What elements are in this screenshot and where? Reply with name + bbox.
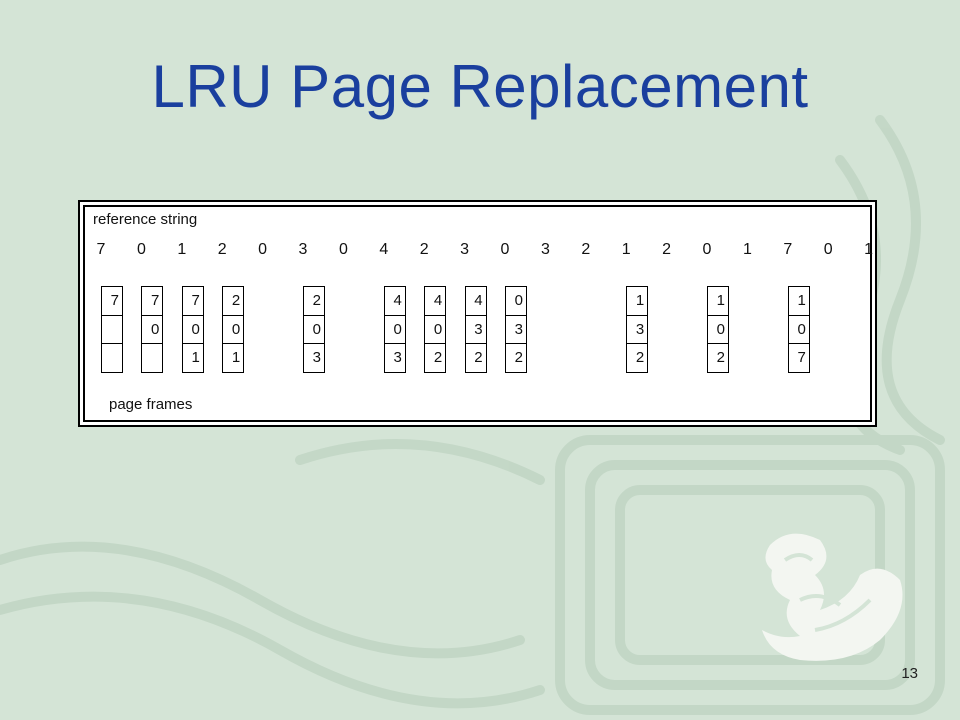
frame-cell: 3 [303,343,325,373]
frame-cell: 0 [141,314,164,345]
frame-cell: 1 [222,343,245,373]
frame-cell: 3 [464,314,487,345]
frame-cell: 7 [787,343,810,373]
frame-cell: 3 [626,314,649,345]
frame-cell [101,343,123,373]
frame-cell: 0 [383,314,406,345]
frame-cell: 0 [181,314,204,345]
frame-cell: 1 [181,343,204,373]
frame-cell: 0 [424,314,447,345]
reference-digit: 2 [217,241,227,258]
frame-cell: 1 [626,286,649,316]
frame-cell: 2 [424,343,447,373]
frame-cell: 4 [424,286,447,316]
frame-cell: 4 [464,286,487,316]
reference-digit: 4 [379,241,389,258]
frame-cell: 2 [505,343,527,373]
frame-cell: 1 [707,286,729,316]
reference-digit: 1 [742,241,752,258]
frame-cell: 0 [303,314,325,345]
reference-digit: 0 [338,241,348,258]
reference-digit: 3 [540,241,550,258]
frame-cell: 7 [141,286,164,316]
slide-number: 13 [901,665,918,682]
frame-cell: 2 [626,343,649,373]
frame-cell: 7 [101,286,123,316]
reference-digit: 0 [823,241,833,258]
frame-cell: 3 [505,314,527,345]
reference-digit: 0 [258,241,268,258]
frame-cell: 0 [505,286,527,316]
reference-digit: 0 [136,241,146,258]
reference-digit: 2 [662,241,672,258]
reference-digit: 7 [783,241,793,258]
reference-digit: 0 [702,241,712,258]
reference-digit: 1 [864,241,874,258]
slide-title: LRU Page Replacement [151,53,809,120]
frame-cell: 2 [222,286,245,316]
frame-cell: 2 [303,286,325,316]
reference-digit: 2 [419,241,429,258]
reference-digit: 7 [96,241,106,258]
frame-cell: 0 [222,314,245,345]
reference-digit: 2 [581,241,591,258]
reference-digit: 0 [500,241,510,258]
reference-digit: 1 [621,241,631,258]
frame-cell: 0 [787,314,810,345]
frame-cell: 2 [464,343,487,373]
frame-cell: 2 [707,343,729,373]
reference-digit: 3 [460,241,470,258]
reference-digit: 1 [177,241,187,258]
frame-cell [101,314,123,345]
frame-cell: 0 [707,314,729,345]
reference-string-label: reference string [93,211,198,228]
frame-cell: 7 [181,286,204,316]
frame-cell: 4 [383,286,406,316]
page-frames-label: page frames [109,396,193,413]
frame-cell: 1 [787,286,810,316]
frame-cell [141,343,164,373]
frame-cell: 3 [383,343,406,373]
reference-digit: 3 [298,241,308,258]
